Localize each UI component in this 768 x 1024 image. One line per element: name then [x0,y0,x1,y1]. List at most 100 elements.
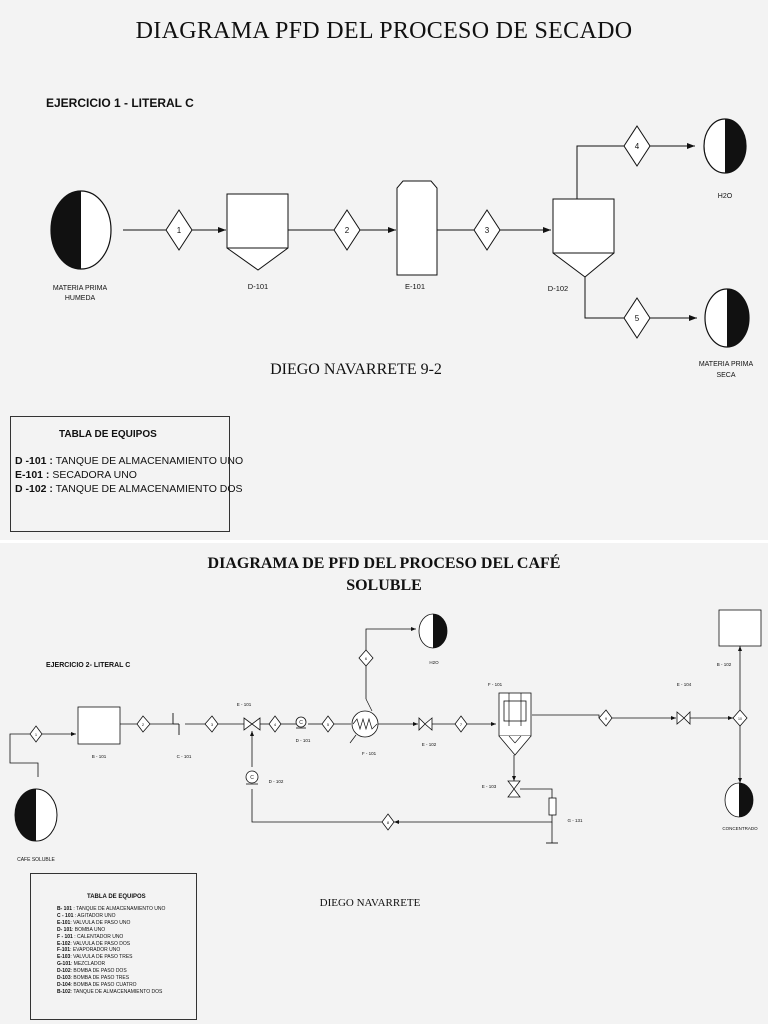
stream-marker-6: 6 [358,649,374,667]
dry-product-label-line2: SECA [716,372,735,379]
coffee-pfd-diagram: CAFE SOLUBLE [9,609,762,863]
svg-text:9: 9 [605,716,608,721]
svg-text:2: 2 [142,722,145,727]
coffee-pfd-panel: DIAGRAMA DE PFD DEL PROCESO DEL CAFÉ SOL… [0,543,768,1024]
evaporator-f101-label: F - 101 [488,682,503,687]
stream-marker-1: 1 [29,725,43,743]
valve-e104-label: E - 104 [677,682,692,687]
valve-e102-label: E - 102 [422,742,437,747]
dryer-e101-symbol [396,180,438,276]
dryer-e101-label: E-101 [405,282,425,291]
drying-pfd-title: DIAGRAMA PFD DEL PROCESO DE SECADO [135,18,633,44]
equipment-row: B-102: TANQUE DE ALMACENAMIENTO DOS [57,988,163,995]
tank-b101-symbol [77,706,121,745]
svg-text:C: C [299,720,303,726]
svg-text:8: 8 [387,820,390,825]
tank-d101-label: D-101 [248,282,268,291]
stream-line [532,714,600,718]
svg-text:3: 3 [485,226,490,235]
tank-b102-symbol [718,609,762,647]
svg-text:C: C [250,775,254,781]
agitator-c101-symbol [172,713,180,735]
equipment-table-title: TABLA DE EQUIPOS [87,894,146,900]
evaporator-f101-symbol [498,692,532,756]
feed-label-line2: HUMEDA [65,295,96,302]
stream-marker-3: 3 [204,715,219,733]
tank-d101-symbol [226,193,289,271]
coffee-pfd-title-line2: SOLUBLE [346,577,422,594]
pump-d102-label: D - 102 [269,779,284,784]
equipment-row: B- 101 : TANQUE DE ALMACENAMIENTO UNO [57,906,166,912]
stream-marker-5: 5 [321,715,335,733]
agitator-c101-label: C - 101 [177,754,192,759]
coffee-feed-symbol [14,788,58,842]
valve-e103-label: E - 103 [482,784,497,789]
svg-text:7: 7 [460,722,463,727]
equipment-table-title: TABLA DE EQUIPOS [59,429,157,440]
svg-text:10: 10 [738,717,742,721]
valve-e103-symbol [507,780,521,798]
water-outlet-symbol [703,118,747,174]
svg-text:5: 5 [635,314,640,323]
pump-d102-symbol: C [245,770,259,785]
stream-line [394,815,553,824]
coffee-pfd-title-line1: DIAGRAMA DE PFD DEL PROCESO DEL CAFÉ [207,555,561,572]
drying-pfd-panel: DIAGRAMA PFD DEL PROCESO DE SECADO EJERC… [10,18,754,532]
svg-text:1: 1 [177,226,182,235]
coffee-feed-label: CAFE SOLUBLE [17,857,55,863]
equipment-row: D -102 : TANQUE DE ALMACENAMIENTO DOS [15,483,243,495]
valve-e102-symbol [418,717,433,731]
equipment-table-2: TABLA DE EQUIPOS B- 101 : TANQUE DE ALMA… [30,873,197,1020]
svg-text:1: 1 [35,732,38,737]
exercise-2-heading: EJERCICIO 2- LITERAL C [46,662,131,669]
equipment-row: D-102: BOMBA DE PASO DOS [57,968,127,975]
panel-divider [0,540,768,543]
stream-line [251,789,382,823]
water-outlet-label: H2O [429,660,439,665]
equipment-row: D-103: BOMBA DE PASO TRES [57,975,130,982]
mixer-g131-label: G - 131 [567,818,583,823]
concentrate-symbol [724,782,754,818]
equipment-row: E-101 : SECADORA UNO [15,469,137,481]
svg-text:2: 2 [345,226,350,235]
svg-text:4: 4 [635,142,640,151]
equipment-row: F-101: EVAPORADOR UNO [57,947,121,954]
feed-source-symbol [50,190,112,270]
exercise-1-heading: EJERCICIO 1 - LITERAL C [46,96,194,110]
valve-e101-label: E - 101 [237,702,252,707]
stream-marker-8: 8 [381,813,395,831]
stream-marker-5: 5 [623,297,651,339]
equipment-row: D -101 : TANQUE DE ALMACENAMIENTO UNO [15,455,244,467]
equipment-row: E-103: VALVULA DE PASO TRES [57,954,133,961]
pump-d101-symbol: C [295,716,307,729]
drying-pfd-diagram: MATERIA PRIMA HUMEDA 1 2 [50,118,754,379]
stream-marker-7: 7 [454,715,468,733]
author-name: DIEGO NAVARRETE [319,897,421,909]
water-outlet-label: H2O [718,193,733,200]
stream-marker-4: 4 [623,125,651,167]
stream-marker-9: 9 [598,709,613,727]
dry-product-symbol [704,288,750,348]
pump-d101-label: D - 101 [296,738,311,743]
valve-e101-symbol [243,717,261,731]
tank-b101-label: B - 101 [92,754,107,759]
stream-marker-10: 10 [732,709,748,727]
tank-d102-symbol [552,198,615,278]
svg-text:4: 4 [274,722,277,727]
tank-d102-label: D-102 [548,284,568,293]
stream-marker-3: 3 [473,209,501,251]
svg-text:6: 6 [365,656,368,661]
stream-marker-1: 1 [165,209,193,251]
dry-product-label-line1: MATERIA PRIMA [699,361,754,368]
stream-line [584,277,624,319]
mixer-g131-symbol [546,797,558,844]
svg-text:3: 3 [211,722,214,727]
heater-f101-label: F - 101 [362,751,377,756]
equipment-row: G-101: MEZCLADOR [57,961,106,968]
tank-b102-label: B - 102 [717,662,732,667]
feed-label-line1: MATERIA PRIMA [53,285,108,292]
stream-line [9,733,39,777]
equipment-row: C - 101 : AGITADOR UNO [57,912,116,919]
stream-marker-2: 2 [136,715,151,733]
concentrate-label: CONCENTRADO [722,826,758,831]
